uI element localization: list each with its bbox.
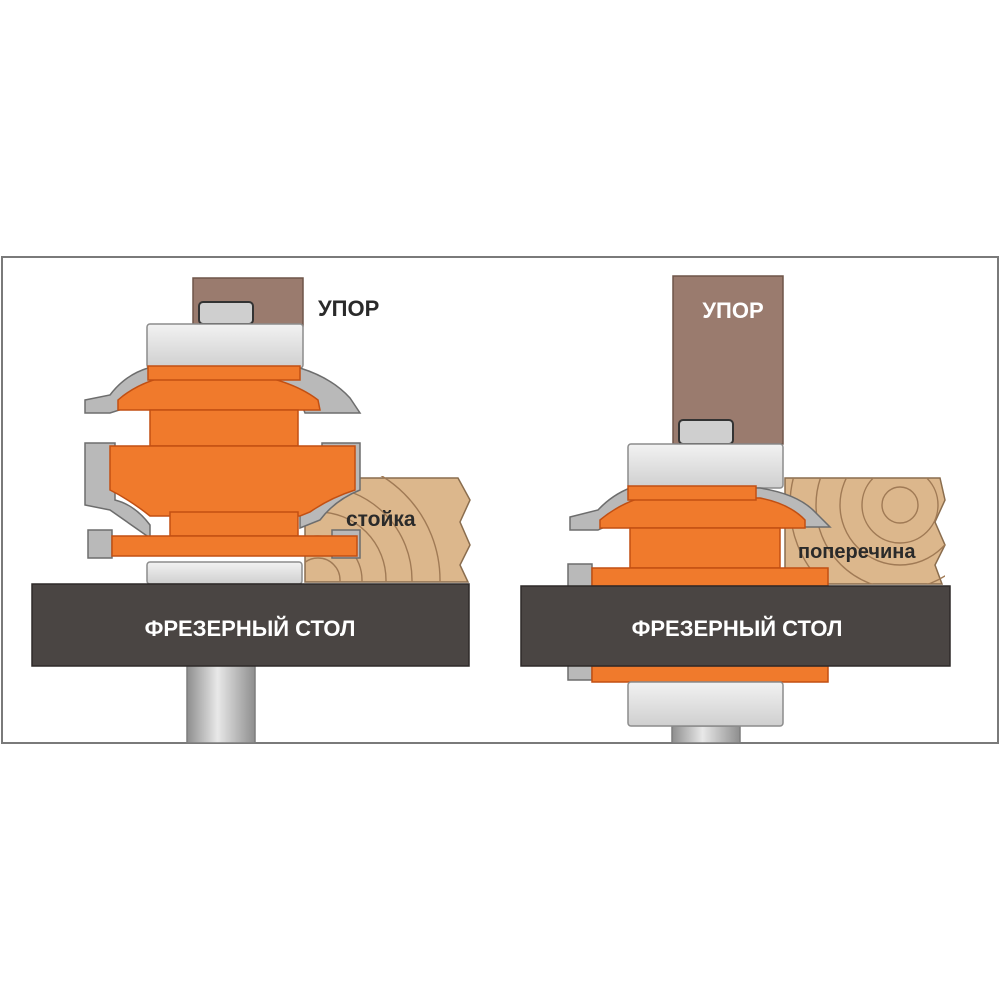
right-table-label: ФРЕЗЕРНЫЙ СТОЛ: [632, 616, 843, 641]
left-top-bearing: [146, 323, 304, 369]
right-shank: [671, 725, 741, 744]
right-fence: [672, 275, 784, 445]
left-panel: [31, 277, 471, 744]
left-table-label: ФРЕЗЕРНЫЙ СТОЛ: [145, 616, 356, 641]
right-top-bearing: [627, 443, 784, 489]
right-bottom-bearing: [627, 681, 784, 727]
left-nut: [198, 301, 254, 325]
left-shank: [186, 663, 256, 744]
left-workpiece-label: стойка: [346, 508, 416, 531]
left-cutter-body: [109, 365, 358, 557]
left-router-table: [31, 583, 470, 667]
left-bottom-bearing: [146, 561, 303, 585]
right-cutter-body: [591, 485, 829, 683]
right-router-table: [520, 585, 951, 667]
right-nut: [678, 419, 734, 445]
right-panel: [520, 275, 951, 744]
left-fence-label: УПОР: [318, 296, 379, 321]
right-workpiece: [784, 477, 946, 585]
left-mid-blade: [84, 442, 151, 540]
right-fence-label: УПОР: [702, 298, 763, 323]
right-workpiece-label: поперечина: [798, 541, 916, 563]
